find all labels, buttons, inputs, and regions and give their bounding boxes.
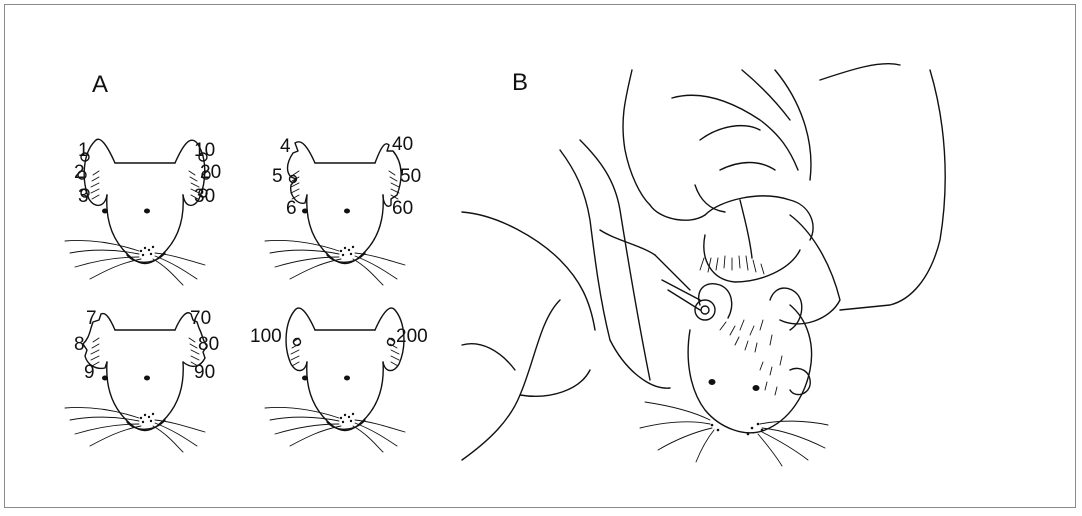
panel-b-label: B [512, 69, 528, 96]
figure-frame [4, 4, 1076, 508]
panel-a-label: A [92, 71, 108, 98]
head-2-left-label-2: 5 [272, 166, 283, 187]
head-3-left-label-1: 7 [86, 308, 97, 329]
head-1-right-label-1: 10 [194, 140, 215, 161]
head-3-right-label-2: 80 [198, 334, 219, 355]
head-3-left-label-3: 9 [84, 362, 95, 383]
mouse-head-1 [64, 138, 211, 286]
head-3-left-label-2: 8 [74, 334, 85, 355]
head-1-left-label-3: 3 [78, 186, 89, 207]
mouse-illustration [639, 255, 829, 467]
head-1-right-label-3: 30 [194, 186, 215, 207]
mouse-head-4 [264, 307, 406, 453]
mouse-head-2 [264, 141, 406, 286]
head-1-left-label-1: 1 [78, 140, 89, 161]
head-1-left-label-2: 2 [74, 162, 85, 183]
hands-restraint-illustration [461, 62, 946, 461]
head-3-right-label-1: 70 [190, 308, 211, 329]
head-2-right-label-2: 50 [400, 166, 421, 187]
head-4-left-label-1: 100 [250, 326, 282, 347]
mouse-head-3 [64, 312, 208, 453]
head-2-left-label-1: 4 [280, 136, 291, 157]
head-2-right-label-3: 60 [392, 198, 413, 219]
head-2-left-label-3: 6 [286, 198, 297, 219]
head-4-right-label-1: 200 [396, 326, 428, 347]
head-1-right-label-2: 20 [200, 162, 221, 183]
head-2-right-label-1: 40 [392, 134, 413, 155]
head-3-right-label-3: 90 [194, 362, 215, 383]
